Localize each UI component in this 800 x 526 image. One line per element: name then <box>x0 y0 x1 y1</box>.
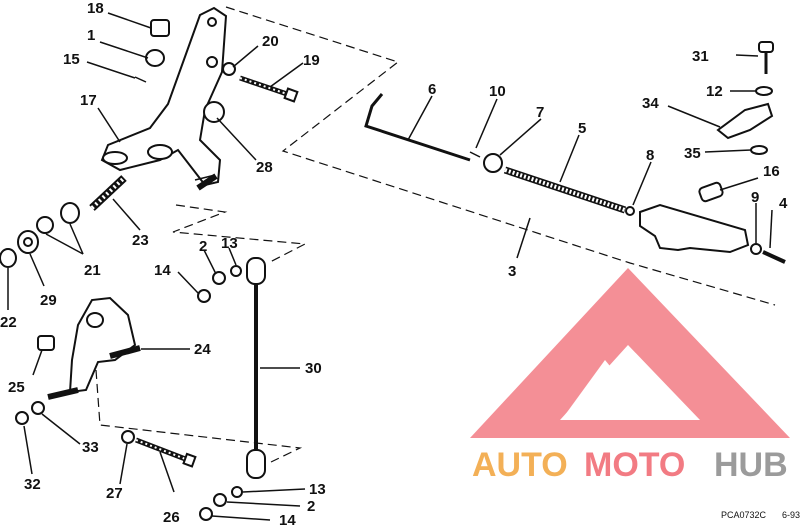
leader-lines <box>7 12 773 521</box>
callout-32: 32 <box>24 476 41 493</box>
callout-5: 5 <box>578 120 586 137</box>
callout-17: 17 <box>80 92 97 109</box>
callout-14b: 14 <box>279 512 296 526</box>
callout-25: 25 <box>8 379 25 396</box>
callout-14: 14 <box>154 262 171 279</box>
callout-33: 33 <box>82 439 99 456</box>
callout-8: 8 <box>646 147 654 164</box>
callout-21: 21 <box>84 262 101 279</box>
shift-shaft-assembly <box>364 93 786 264</box>
callout-24: 24 <box>194 341 211 358</box>
lower-bracket <box>15 296 141 425</box>
callout-27: 27 <box>106 485 123 502</box>
callout-22: 22 <box>0 314 17 331</box>
watermark-logo: AUTO MOTO HUB <box>470 268 790 484</box>
callout-1: 1 <box>87 27 95 44</box>
callout-16: 16 <box>763 163 780 180</box>
link-rod <box>197 257 266 521</box>
watermark-auto: AUTO <box>472 446 568 484</box>
callout-31: 31 <box>692 48 709 65</box>
callout-7: 7 <box>536 104 544 121</box>
dashed-outline-top <box>95 6 776 463</box>
figure-date: 6-93 <box>782 510 800 520</box>
callout-34: 34 <box>642 95 659 112</box>
bolt-26 <box>121 430 197 468</box>
callout-2b: 2 <box>307 498 315 515</box>
callout-13: 13 <box>221 235 238 252</box>
callout-10: 10 <box>489 83 506 100</box>
callout-2: 2 <box>199 238 207 255</box>
callout-15: 15 <box>63 51 80 68</box>
watermark-hub: HUB <box>714 446 788 484</box>
callout-29: 29 <box>40 292 57 309</box>
callout-26: 26 <box>163 509 180 526</box>
callout-12: 12 <box>706 83 723 100</box>
shift-lever-parts <box>716 41 774 155</box>
callout-28: 28 <box>256 159 273 176</box>
callout-20: 20 <box>262 33 279 50</box>
callout-30: 30 <box>305 360 322 377</box>
figure-code: PCA0732C <box>721 510 767 520</box>
bolt-19 <box>239 75 299 103</box>
callout-19: 19 <box>303 52 320 69</box>
callout-18: 18 <box>87 0 104 17</box>
callout-35: 35 <box>684 145 701 162</box>
callout-23: 23 <box>132 232 149 249</box>
watermark-moto: MOTO <box>584 446 685 484</box>
callout-3: 3 <box>508 263 516 280</box>
callout-13b: 13 <box>309 481 326 498</box>
callout-9: 9 <box>751 189 759 206</box>
callout-6: 6 <box>428 81 436 98</box>
callout-4: 4 <box>779 195 788 212</box>
bracket-arm <box>100 6 228 187</box>
stud-23 <box>89 173 218 211</box>
washer-set <box>0 202 80 268</box>
